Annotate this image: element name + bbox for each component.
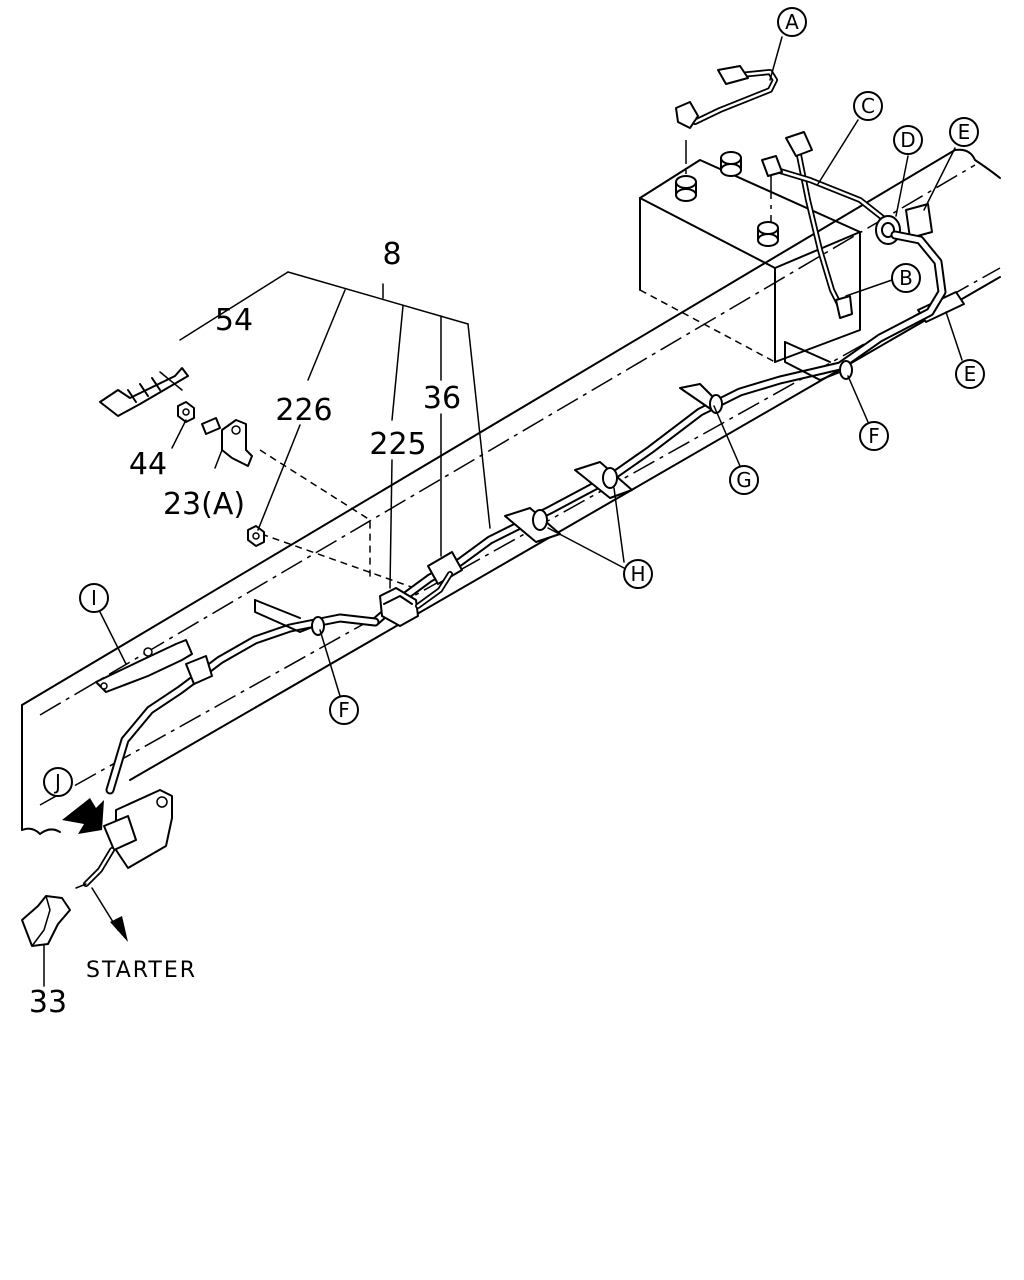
bracket-i: [95, 639, 213, 693]
svg-text:D: D: [900, 128, 915, 152]
label-part-226: 226: [275, 393, 332, 428]
callout-c: C: [853, 91, 883, 121]
part-labels: 8 54 226 36 225 44 23(A) 33 STARTER: [29, 237, 461, 1020]
label-part-33: 33: [29, 985, 67, 1020]
label-part-8: 8: [382, 237, 401, 272]
callout-i: I: [79, 583, 109, 613]
svg-text:I: I: [91, 586, 97, 610]
battery-cable-a: [675, 65, 778, 129]
callout-f-right: F: [859, 421, 889, 451]
bracket-f-right: [784, 341, 853, 381]
label-part-36: 36: [423, 381, 461, 416]
battery-terminal-icon: [675, 188, 697, 202]
svg-text:H: H: [630, 562, 645, 586]
callout-j: J: [43, 767, 73, 797]
label-starter: STARTER: [86, 958, 197, 983]
label-part-44: 44: [129, 447, 167, 482]
clamp-e-upper: [905, 203, 933, 239]
bracket-f-left: [254, 599, 325, 636]
svg-text:B: B: [899, 266, 913, 290]
callout-f-left: F: [329, 695, 359, 725]
svg-text:F: F: [338, 698, 350, 722]
part-23a-bracket: [201, 417, 253, 467]
label-part-54: 54: [215, 303, 253, 338]
battery-cable-b: [785, 131, 853, 319]
part-54-terminal: [99, 367, 189, 417]
svg-text:C: C: [861, 94, 875, 118]
connector-36: [427, 551, 463, 585]
svg-text:F: F: [868, 424, 880, 448]
battery-cable-c: [761, 155, 891, 225]
svg-text:E: E: [958, 120, 971, 144]
callout-d: D: [893, 125, 923, 155]
starter-arrow-icon: [91, 887, 128, 942]
part-33-boot: [21, 895, 71, 947]
callout-e-upper: E: [949, 117, 979, 147]
connector-225: [379, 587, 419, 627]
battery: [639, 140, 861, 363]
view-arrow-j-icon: [62, 798, 104, 834]
leader-lines: [43, 36, 963, 987]
starter-bracket: [75, 789, 173, 889]
callout-h: H: [623, 559, 653, 589]
label-part-225: 225: [369, 427, 426, 462]
callout-e-lower: E: [955, 359, 985, 389]
part-44-nut: [177, 401, 195, 423]
part-226-nut: [247, 525, 265, 547]
label-part-23a: 23(A): [163, 487, 245, 522]
callout-b: B: [891, 263, 921, 293]
callout-a: A: [777, 7, 807, 37]
tie-g: [679, 383, 723, 414]
svg-text:A: A: [785, 10, 799, 34]
svg-text:E: E: [964, 362, 977, 386]
svg-text:G: G: [736, 468, 752, 492]
svg-text:J: J: [53, 770, 61, 794]
clip-h-upper: [574, 461, 633, 499]
callout-g: G: [729, 465, 759, 495]
